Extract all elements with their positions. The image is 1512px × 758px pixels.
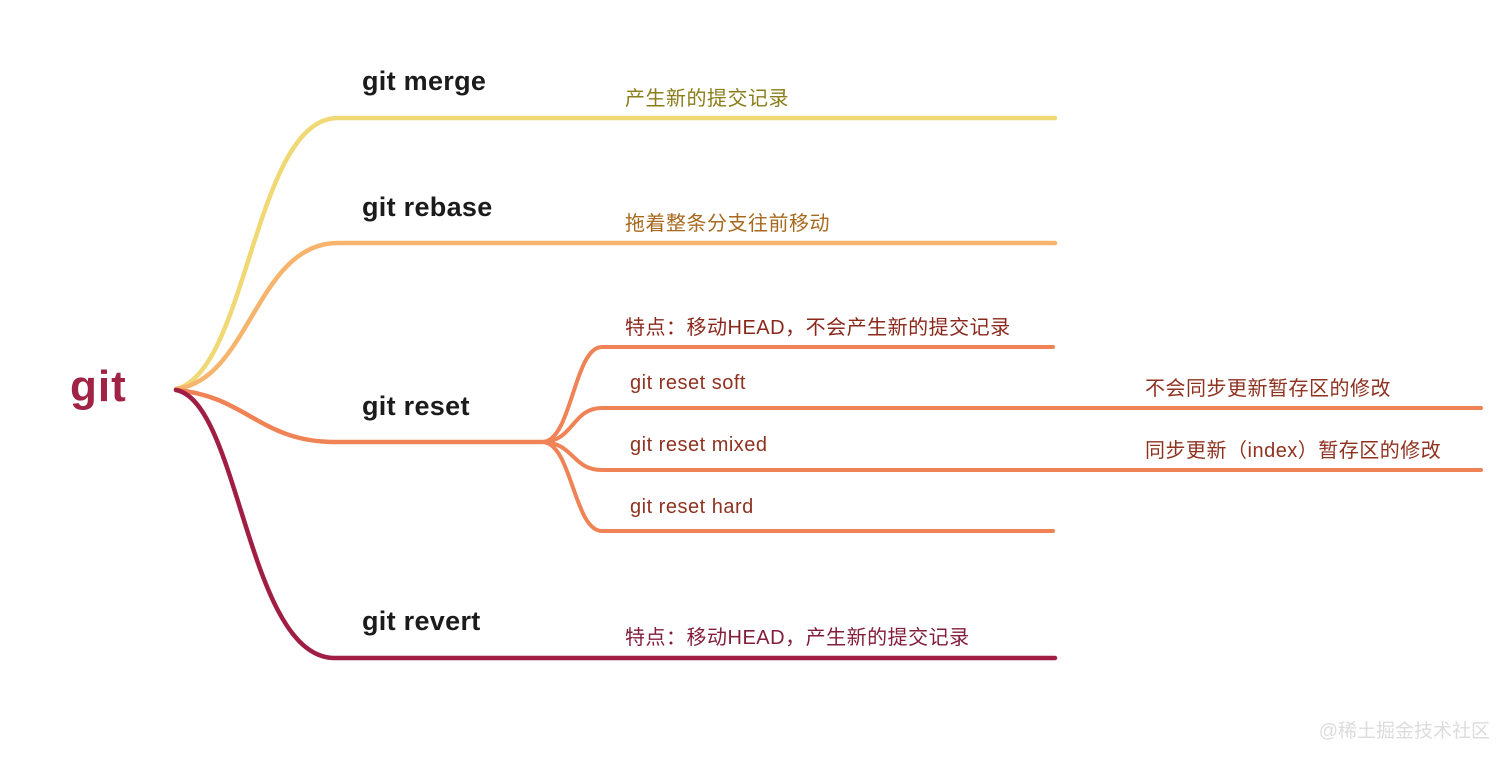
git-reset-hard-line	[541, 440, 1055, 533]
git-reset-mixed-line	[541, 440, 1483, 472]
note-git-reset: 特点：移动HEAD，不会产生新的提交记录	[625, 317, 1011, 339]
watermark: @稀土掘金技术社区	[1318, 721, 1490, 742]
node-git-rebase: git rebase	[362, 192, 493, 222]
git-merge-branch-line	[173, 115, 1058, 392]
node-git-reset-mixed: git reset mixed	[630, 434, 768, 456]
git-reset-note-line	[541, 345, 1055, 444]
node-git-merge: git merge	[362, 66, 487, 96]
node-git-revert: git revert	[362, 606, 481, 636]
note-git-merge: 产生新的提交记录	[625, 88, 789, 110]
git-reset-branch-line	[173, 387, 546, 445]
node-git-reset: git reset	[362, 391, 470, 421]
git-revert-branch-line	[173, 387, 1058, 661]
git-reset-soft-line	[541, 406, 1483, 444]
node-git-reset-soft: git reset soft	[630, 372, 746, 394]
note-git-reset-soft: 不会同步更新暂存区的修改	[1145, 378, 1391, 400]
root-node-git: git	[70, 362, 127, 411]
note-git-rebase: 拖着整条分支往前移动	[625, 213, 830, 235]
note-git-reset-mixed: 同步更新（index）暂存区的修改	[1145, 440, 1442, 462]
note-git-revert: 特点：移动HEAD，产生新的提交记录	[625, 627, 970, 649]
git-rebase-branch-line	[173, 240, 1058, 392]
node-git-reset-hard: git reset hard	[630, 496, 754, 518]
